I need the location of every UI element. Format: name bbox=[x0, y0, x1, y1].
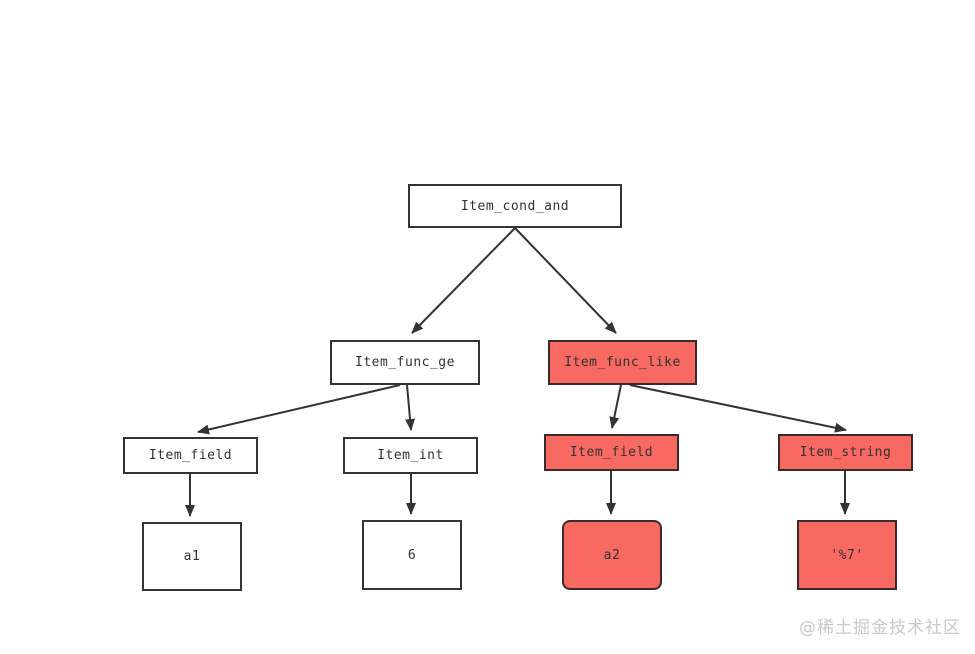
node-item-func-ge[interactable]: Item_func_ge bbox=[330, 340, 480, 385]
edge-funcge-field bbox=[197, 384, 401, 435]
node-item-string[interactable]: Item_string bbox=[778, 434, 913, 471]
edge-condand-funclike bbox=[514, 227, 617, 334]
edge-funclike-field bbox=[609, 384, 622, 429]
node-value-a2[interactable]: a2 bbox=[562, 520, 662, 590]
node-item-int[interactable]: Item_int bbox=[343, 437, 478, 474]
node-value-6[interactable]: 6 bbox=[362, 520, 462, 590]
node-item-field-right[interactable]: Item_field bbox=[544, 434, 679, 471]
node-value-pct7[interactable]: '%7' bbox=[797, 520, 897, 590]
node-item-field-left[interactable]: Item_field bbox=[123, 437, 258, 474]
edge-condand-funcge bbox=[411, 227, 516, 334]
node-item-func-like[interactable]: Item_func_like bbox=[548, 340, 697, 385]
node-value-a1[interactable]: a1 bbox=[142, 522, 242, 591]
edge-funclike-string bbox=[629, 384, 847, 433]
watermark: @稀土掘金技术社区 bbox=[799, 618, 961, 638]
node-item-cond-and[interactable]: Item_cond_and bbox=[408, 184, 622, 228]
edge-funcge-int bbox=[405, 384, 416, 431]
